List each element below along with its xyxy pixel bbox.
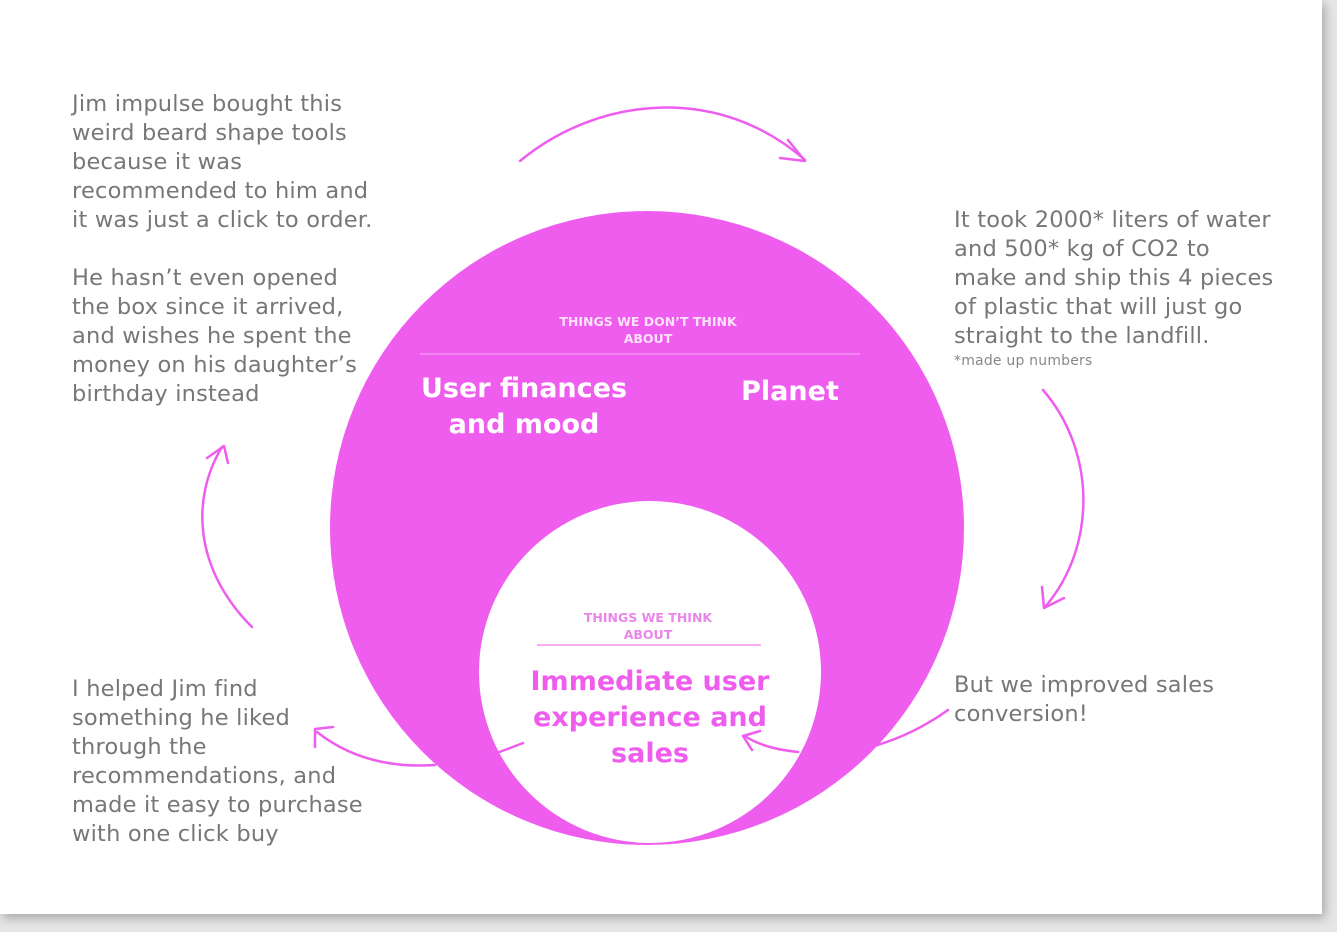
left-arrow bbox=[201, 444, 254, 629]
story-environmental-cost: It took 2000* liters of water and 500* k… bbox=[954, 177, 1294, 398]
story-impulse-buy: Jim impulse bought this weird beard shap… bbox=[72, 91, 373, 407]
inner-circle-caption: THINGS WE THINK ABOUT bbox=[583, 610, 713, 642]
diagram-card: Jim impulse bought this weird beard shap… bbox=[0, 0, 1322, 914]
bottom-left-arrow bbox=[313, 725, 525, 767]
story-recommendation: I helped Jim find something he liked thr… bbox=[72, 676, 363, 847]
label-planet: Planet bbox=[741, 376, 839, 407]
cycle-diagram bbox=[201, 106, 1085, 845]
label-immediate-experience: Immediate user experience and sales bbox=[530, 666, 770, 769]
outer-circle-caption: THINGS WE DON’T THINK ABOUT bbox=[559, 314, 737, 346]
bottom-right-arrow bbox=[741, 708, 950, 754]
top-arrow bbox=[518, 106, 807, 163]
story-sales-conversion: But we improved sales conversion! bbox=[954, 672, 1215, 727]
right-arrow bbox=[1040, 388, 1085, 610]
label-user-finances: User finances and mood bbox=[420, 373, 628, 440]
inner-circle-think bbox=[479, 501, 821, 843]
story-environmental-text: It took 2000* liters of water and 500* k… bbox=[954, 207, 1274, 349]
footnote: *made up numbers bbox=[954, 353, 1093, 369]
